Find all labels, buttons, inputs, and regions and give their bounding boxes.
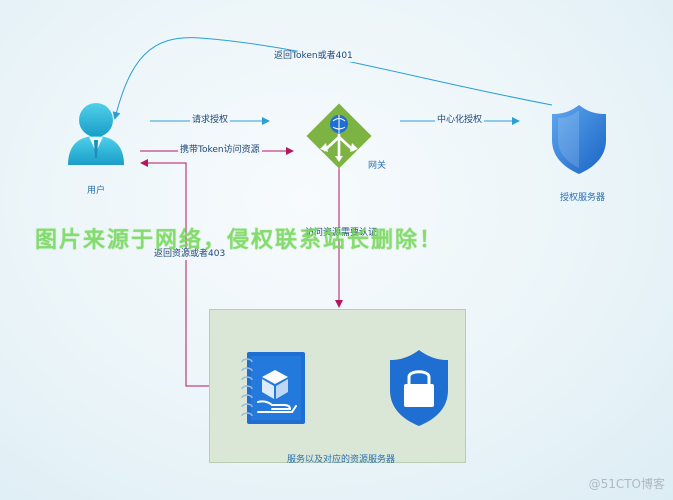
- resource-servers-label: 服务以及对应的资源服务器: [287, 455, 396, 465]
- edge-label-return-token: 返回Token或者401: [272, 51, 355, 62]
- auth-server-label: 授权服务器: [560, 193, 606, 203]
- edge-return-token: [112, 37, 553, 120]
- edge-label-return-resource: 返回资源或者403: [152, 249, 228, 260]
- edge-label-request-auth: 请求授权: [190, 115, 231, 126]
- resource-server-group: [209, 309, 466, 463]
- user-label: 用户: [87, 186, 106, 196]
- auth-server-shield-icon: [552, 105, 606, 174]
- edge-label-central-auth: 中心化授权: [435, 115, 485, 126]
- corner-watermark: @51CTO博客: [588, 477, 665, 491]
- gateway-label: 网关: [368, 161, 387, 171]
- gateway-icon: [306, 103, 372, 169]
- edge-return-resource: [140, 159, 209, 387]
- edge-label-need-auth: 访问资源需要认证: [303, 228, 380, 239]
- edge-label-carry-token: 携带Token访问资源: [178, 145, 262, 156]
- watermark-text: 图片来源于网络，侵权联系站长删除！: [35, 228, 444, 253]
- user-icon: [68, 103, 124, 165]
